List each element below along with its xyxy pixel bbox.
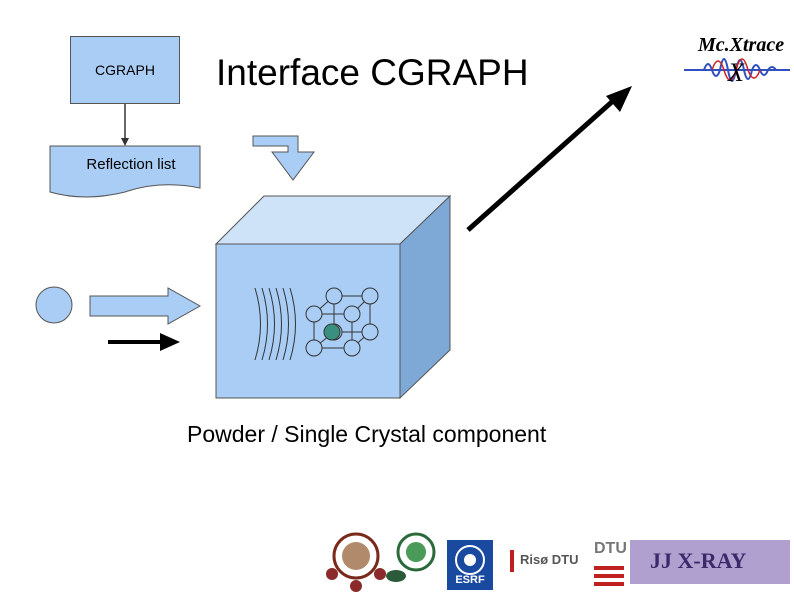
jjxray-label: JJ X-RAY [650,548,747,573]
mcxtrace-title: Mc.Xtrace [698,34,785,56]
mcxtrace-logo [684,58,790,82]
lattice-center-atom [323,323,341,341]
reflection-list-label: Reflection list [86,156,176,173]
diagonal-output-arrow [466,86,632,232]
logo-jjxray [630,540,790,584]
reflection-list-shape [49,145,201,198]
cgraph-box-label: CGRAPH [95,62,155,78]
beam-block-arrow [89,287,202,325]
mcxtrace-glyph: X [728,58,744,87]
logo-dtu-mark [594,566,624,586]
down-block-arrow [252,135,315,181]
component-caption: Powder / Single Crystal component [187,421,547,447]
crystal-lattice [305,287,379,357]
black-direction-arrow [108,333,180,351]
connector-line [121,104,129,146]
logo-esrf [447,540,493,590]
riso-label: Risø DTU [520,552,579,567]
wave-front-lines [254,287,296,361]
logo-green-seal [386,532,436,582]
logo-university-seal [326,532,386,592]
dtu-label: DTU [594,540,627,557]
source-circle [35,286,73,324]
crystal-cube [214,194,452,400]
page-title: Interface CGRAPH [216,52,529,93]
riso-accent-bar [510,550,514,572]
cgraph-box: CGRAPH [70,36,180,104]
esrf-label: ESRF [455,574,485,586]
